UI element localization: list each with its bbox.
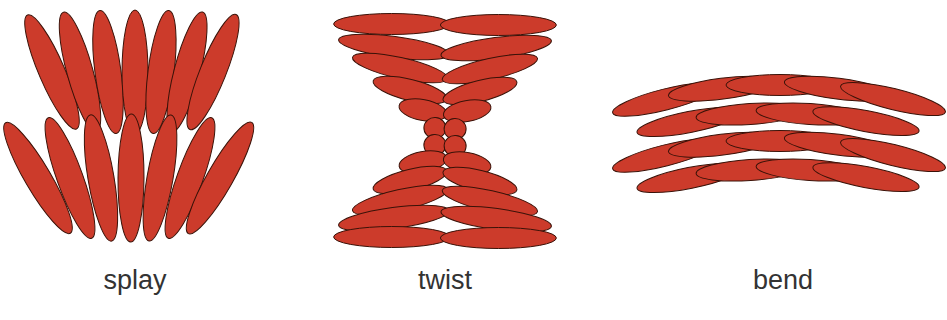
splay-molecule [122,10,148,134]
splay-molecule [177,116,263,240]
bend-molecule [811,157,921,198]
panel-label: splay [103,264,166,296]
splay-molecule [78,113,125,244]
panel-label: bend [753,264,813,296]
splay-molecule [178,10,248,135]
twist-molecule [440,15,556,36]
twist-molecule [334,227,450,248]
panel-label: twist [418,264,472,296]
splay-molecule [118,114,145,242]
twist-molecule [440,228,556,249]
twist-molecule [334,14,450,35]
